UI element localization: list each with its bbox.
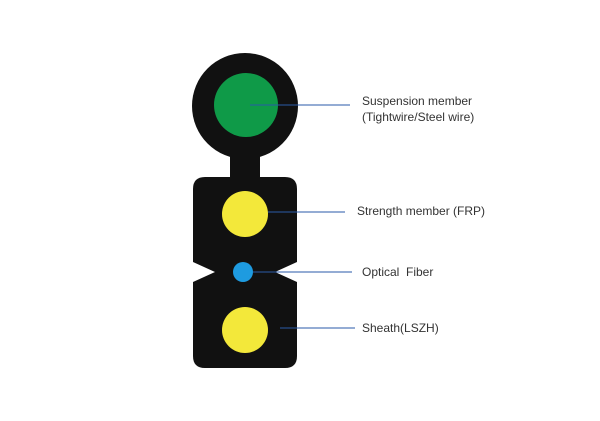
label-suspension-member-detail: (Tightwire/Steel wire) bbox=[362, 110, 474, 124]
suspension-member bbox=[214, 73, 278, 137]
neck-connector bbox=[230, 150, 260, 182]
optical-fiber bbox=[233, 262, 253, 282]
label-optical-fiber: Optical Fiber bbox=[362, 265, 433, 279]
label-strength-member: Strength member (FRP) bbox=[357, 204, 485, 218]
label-sheath: Sheath(LSZH) bbox=[362, 321, 439, 335]
strength-member-upper bbox=[222, 191, 268, 237]
label-suspension-member: Suspension member bbox=[362, 94, 472, 108]
strength-member-lower bbox=[222, 307, 268, 353]
leader-lines bbox=[250, 104, 355, 329]
